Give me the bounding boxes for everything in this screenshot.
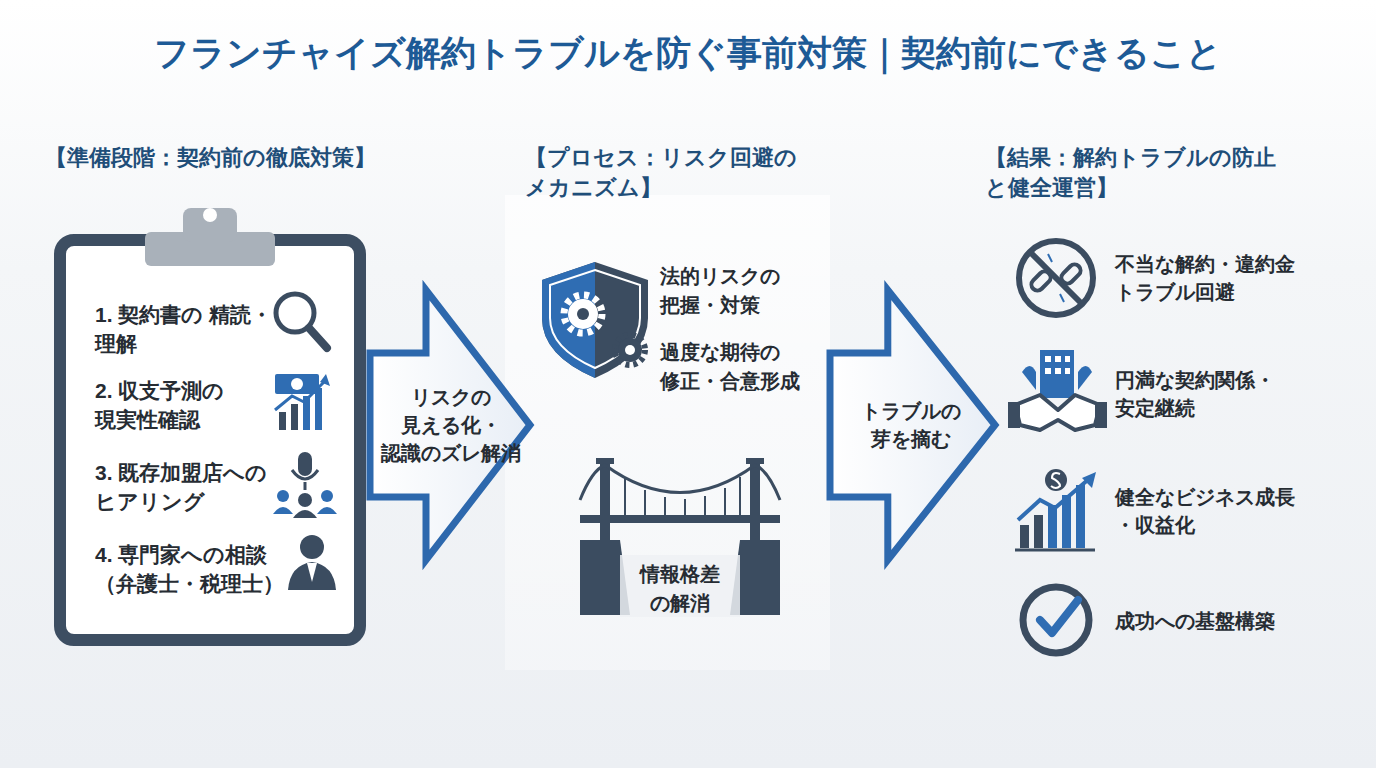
column-heading: 【プロセス：リスク回避の メカニズム】 [525,143,830,203]
clipboard [60,208,360,640]
item-text: 過度な期待の 修正・合意形成 [660,338,820,396]
broken-chain-icon [1019,241,1093,315]
item-text: 成功への基盤構築 [1115,607,1320,635]
expert-icon [288,535,336,590]
process-panel [505,195,830,670]
money-chart-icon [275,374,330,430]
diagram-title: フランチャイズ解約トラブルを防ぐ事前対策｜契約前にできること [0,30,1376,77]
item-text: 不当な解約・違約金 トラブル回避 [1115,250,1320,306]
item-text: 1. 契約書の 精読・理解 [95,300,293,358]
arrow-label: トラブルの 芽を摘む [836,397,986,453]
process-column: 【プロセス：リスク回避の メカニズム】法的リスクの 把握・対策過度な期待の 修正… [530,135,830,665]
shield-gear-icon [542,262,648,378]
magnifier-icon [276,294,327,348]
hearing-icon [273,452,337,518]
item-text: 円満な契約関係・ 安定継続 [1115,366,1320,422]
column-heading: 【準備段階：契約前の徹底対策】 [45,143,405,173]
item-text: 2. 収支予測の 現実性確認 [95,376,293,434]
growth-chart-icon [1015,469,1096,550]
item-text: 健全なビジネス成長 ・収益化 [1115,483,1320,539]
column-heading: 【結果：解約トラブルの防止 と健全運営】 [985,143,1360,203]
item-text: 情報格差 の解消 [620,560,740,618]
result-column: 【結果：解約トラブルの防止 と健全運営】不当な解約・違約金 トラブル回避円満な契… [995,135,1360,665]
prep-clipboard: 【準備段階：契約前の徹底対策】1. 契約書の 精読・理解2. 収支予測の 現実性… [40,135,370,645]
item-text: 法的リスクの 把握・対策 [660,262,820,320]
item-text: 3. 既存加盟店への ヒアリング [95,458,293,516]
bridge-icon [580,458,780,617]
flow-arrow [830,290,995,560]
check-icon [1023,587,1089,653]
item-text: 4. 専門家への相談 （弁護士・税理士） [95,540,293,598]
arrow-label: リスクの 見える化・ 認識のズレ解消 [376,383,526,467]
handshake-icon [1008,350,1107,430]
flow-arrow [370,290,530,560]
